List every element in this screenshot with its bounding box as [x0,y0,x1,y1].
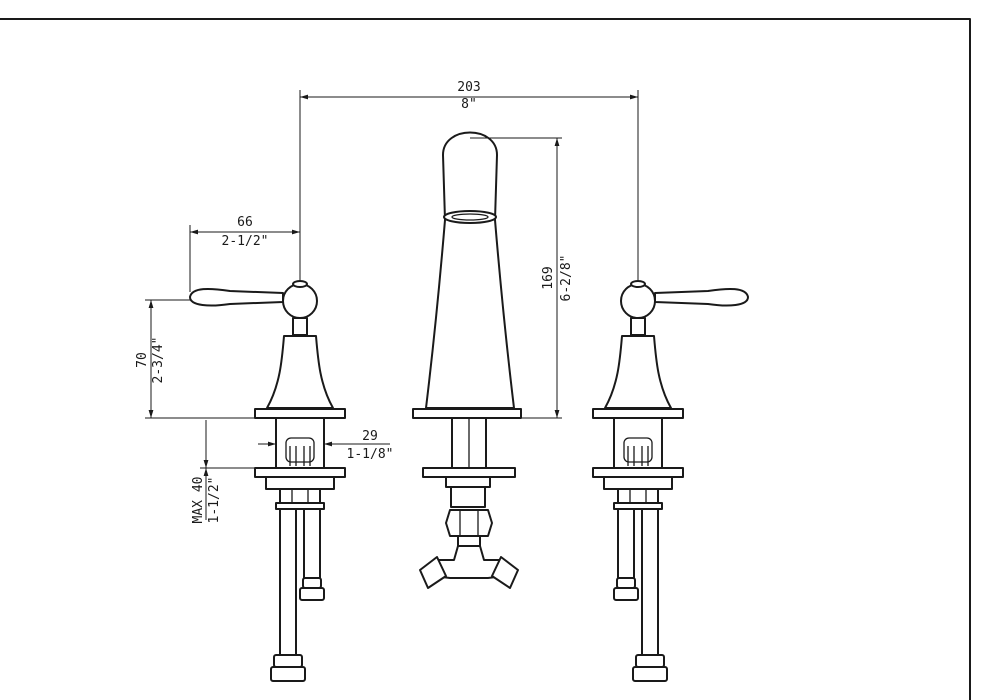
dimension-handle-height-inch: 2-3/4" [151,337,166,384]
left-handle-cap [282,283,318,319]
dimension-handle-reach: 66 2-1/2" [189,215,300,292]
dimension-handle-reach-inch: 2-1/2" [222,234,269,249]
left-supply-fitting-short [302,577,322,589]
dimension-handle-height-mm: 70 [135,352,150,368]
dimension-spread-inch: 8" [461,97,477,112]
dimension-spread-mm: 203 [457,80,480,95]
left-lever-handle [189,287,284,307]
right-lever-handle [654,287,749,307]
spout-aerator [443,210,497,224]
right-handle-cap [620,283,656,319]
spout-body [425,131,515,409]
dimension-handle-height: 70 2-3/4" [135,299,256,419]
right-supply-fitting-short [616,577,636,589]
spout-hex-nut [445,509,493,537]
left-handle-valve [189,280,346,682]
right-valve-body [604,335,672,409]
dimension-shank-diameter-inch: 1-1/8" [347,447,394,462]
dimension-spread: 203 8" [299,80,639,280]
left-mounting-plate [254,467,346,478]
right-mounting-plate [592,467,684,478]
center-spout [412,131,522,589]
dimension-spout-height-mm: 169 [541,266,556,289]
dimension-spout-height: 169 6-2/8" [470,137,574,419]
spout-mounting-plate [422,467,516,478]
right-supply-fitting-long [635,654,665,668]
right-handle-valve [592,280,749,682]
dimension-spout-height-inch: 6-2/8" [559,255,574,302]
dimension-shank-diameter-mm: 29 [362,429,378,444]
dimension-shank-diameter: 29 1-1/8" [258,429,393,462]
dimension-deck-thickness: MAX 40 1-1/2" [191,420,256,523]
spout-base [412,408,522,419]
dimension-deck-thickness-mm: MAX 40 [191,477,206,524]
left-valve-body [266,335,334,409]
right-escutcheon [592,408,684,419]
left-supply-fitting-long [273,654,303,668]
dimension-handle-reach-mm: 66 [237,215,253,230]
dimension-deck-thickness-inch: 1-1/2" [207,477,222,524]
left-escutcheon [254,408,346,419]
drawing-frame [0,18,971,700]
